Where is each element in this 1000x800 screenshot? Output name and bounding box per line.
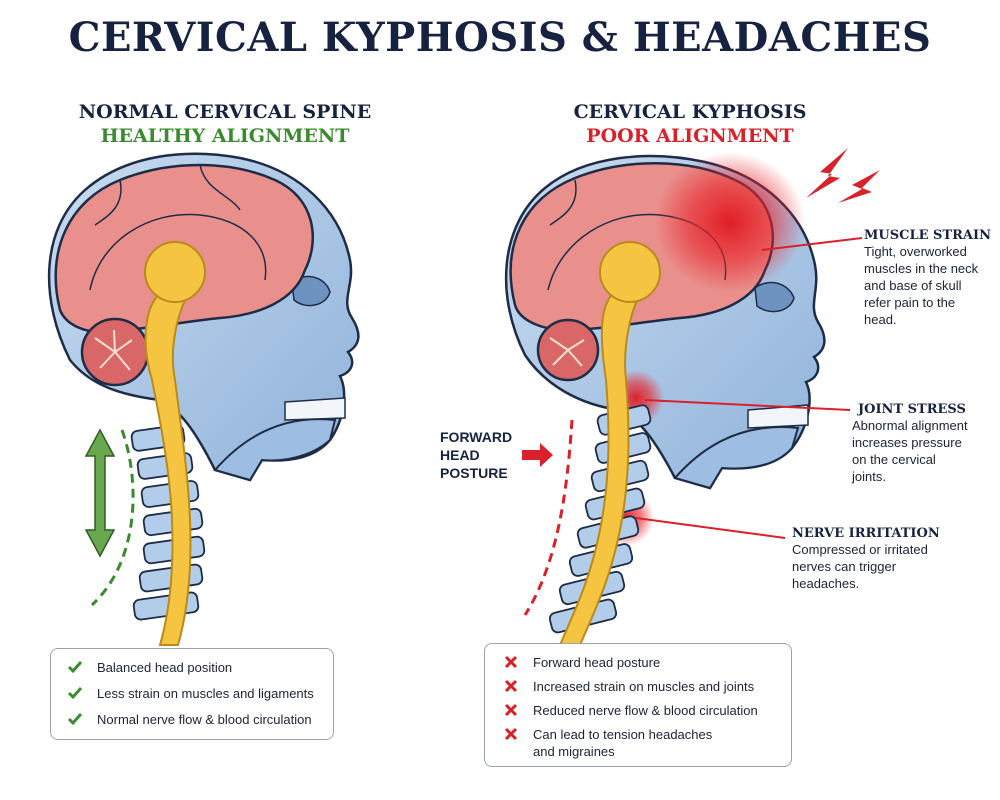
x-icon [504,727,518,741]
list-item: Reduced nerve flow & blood circulation [503,702,791,726]
eye-socket [291,275,331,307]
forward-head-posture-label: FORWARD HEAD POSTURE [440,429,513,481]
jaw [213,418,337,482]
callout-description: Compressed or irritated nerves can trigg… [792,542,928,591]
problem-text: Can lead to tension headaches and migrai… [533,727,713,759]
lightning-icon [806,148,848,198]
list-item: Balanced head position [67,659,333,685]
right-heading: CERVICAL KYPHOSIS [573,101,807,123]
normal-curve-line [90,429,135,607]
x-icon [504,703,518,717]
brain-fold [199,164,241,211]
brain-fold [89,213,267,291]
callout-title: JOINT STRESS [858,402,966,417]
problem-text: Forward head posture [533,655,661,670]
problems-box: Forward head posture Increased strain on… [484,643,792,767]
healthy-benefits-box: Balanced head position Less strain on mu… [50,648,334,740]
list-item: Less strain on muscles and ligaments [67,685,333,711]
x-icon [504,655,518,669]
joint-stress-callout: JOINT STRESS Abnormal alignment increase… [852,402,998,485]
benefit-text: Less strain on muscles and ligaments [97,686,314,701]
nerve-irritation-callout: NERVE IRRITATION Compressed or irritated… [792,526,998,592]
joint-stress-pointer [644,399,851,411]
callout-title: MUSCLE STRAIN [864,228,991,243]
check-icon [67,661,83,674]
brain-fold [549,179,577,226]
list-item: Can lead to tension headaches and migrai… [503,726,791,762]
problem-text: Reduced nerve flow & blood circulation [533,703,758,718]
thalamus [599,241,661,303]
benefit-text: Normal nerve flow & blood circulation [97,712,312,727]
cerebellum-branches [549,337,585,367]
muscle-strain-glow [655,152,805,292]
cerebellum-branches [94,329,133,371]
list-item: Increased strain on muscles and joints [503,678,791,702]
kyphosis-curve-line [523,419,574,616]
right-heading-block: CERVICAL KYPHOSIS POOR ALIGNMENT [500,100,880,148]
check-icon [67,687,83,700]
right-subheading: POOR ALIGNMENT [586,125,794,147]
thalamus [144,241,206,303]
forward-arrow-icon [522,443,553,467]
page-title: CERVICAL KYPHOSIS & HEADACHES [68,14,932,61]
muscle-strain-callout: MUSCLE STRAIN Tight, overworked muscles … [864,228,998,328]
left-heading: NORMAL CERVICAL SPINE [78,101,372,123]
problems-list: Forward head posture Increased strain on… [485,644,791,762]
lightning-icon [838,170,880,203]
left-heading-block: NORMAL CERVICAL SPINE HEALTHY ALIGNMENT [40,100,410,148]
normal-head-illustration [47,152,360,646]
check-icon [67,713,83,726]
callout-title: NERVE IRRITATION [792,526,940,541]
benefits-list: Balanced head position Less strain on mu… [51,649,333,737]
teeth [284,397,346,421]
double-arrow-icon [84,428,116,558]
list-item: Normal nerve flow & blood circulation [67,711,333,737]
kyphosis-head-illustration [504,148,880,646]
muscle-strain-pointer [761,237,863,251]
list-item: Forward head posture [503,654,791,678]
eye-socket [754,281,795,313]
brain-fold [94,179,122,226]
x-icon [504,679,518,693]
callout-description: Tight, overworked muscles in the neck an… [864,244,979,327]
benefit-text: Balanced head position [97,660,233,675]
left-subheading: HEALTHY ALIGNMENT [100,125,350,147]
spinal-cord [144,288,192,646]
callout-description: Abnormal alignment increases pressure on… [852,418,968,484]
nerve-irritation-pointer [635,517,786,539]
problem-text: Increased strain on muscles and joints [533,679,755,694]
jaw [673,426,800,490]
